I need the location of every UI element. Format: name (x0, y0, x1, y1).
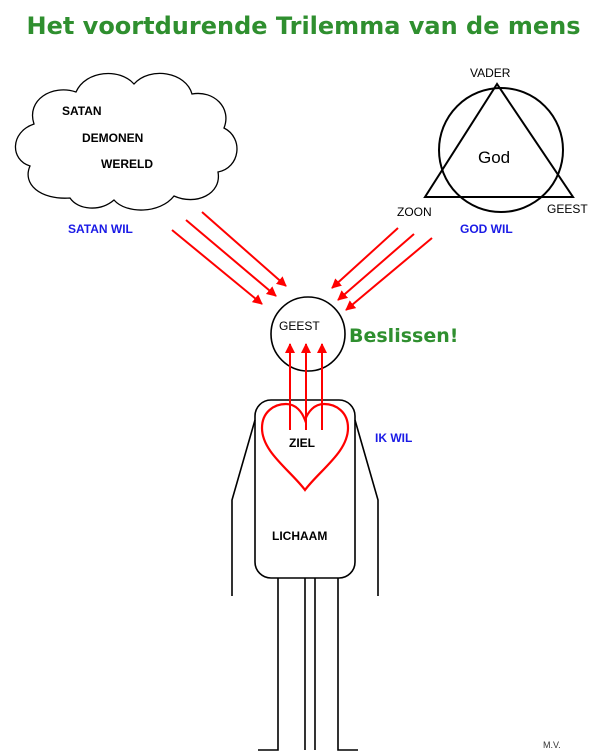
cloud-label-satan: SATAN (62, 104, 102, 118)
satan-arrow (201, 211, 287, 287)
head-label-geest: GEEST (279, 319, 320, 333)
soul-arrows (285, 343, 327, 430)
trinity-label-zoon: ZOON (397, 205, 432, 219)
satan-arrow (171, 229, 263, 305)
cloud-label-wereld: WERELD (101, 157, 153, 171)
god-arrows (331, 227, 433, 311)
god-arrow (337, 233, 415, 301)
god-arrow (331, 227, 399, 289)
cloud-label-demonen: DEMONEN (82, 131, 143, 145)
legs (258, 578, 358, 751)
trinity-label-vader: VADER (470, 66, 511, 80)
trinity-label-geest: GEEST (547, 202, 588, 216)
beslissen-label: Beslissen! (349, 325, 458, 347)
page-title: Het voortdurende Trilemma van de mens (26, 12, 581, 40)
ik-wil-label: IK WIL (375, 431, 412, 445)
cloud-shape (14, 72, 238, 211)
body-label-lichaam: LICHAAM (272, 529, 327, 543)
god-wil-label: GOD WIL (460, 222, 513, 236)
trinity-label-god: God (478, 148, 510, 167)
signature: M.V. (543, 740, 561, 750)
head-circle (270, 296, 346, 372)
god-arrow (345, 237, 433, 311)
heart-label-ziel: ZIEL (289, 436, 315, 450)
satan-arrow (185, 219, 277, 297)
arms (231, 419, 379, 596)
satan-arrows (171, 211, 287, 305)
trinity-symbol (423, 82, 575, 213)
satan-wil-label: SATAN WIL (68, 222, 133, 236)
